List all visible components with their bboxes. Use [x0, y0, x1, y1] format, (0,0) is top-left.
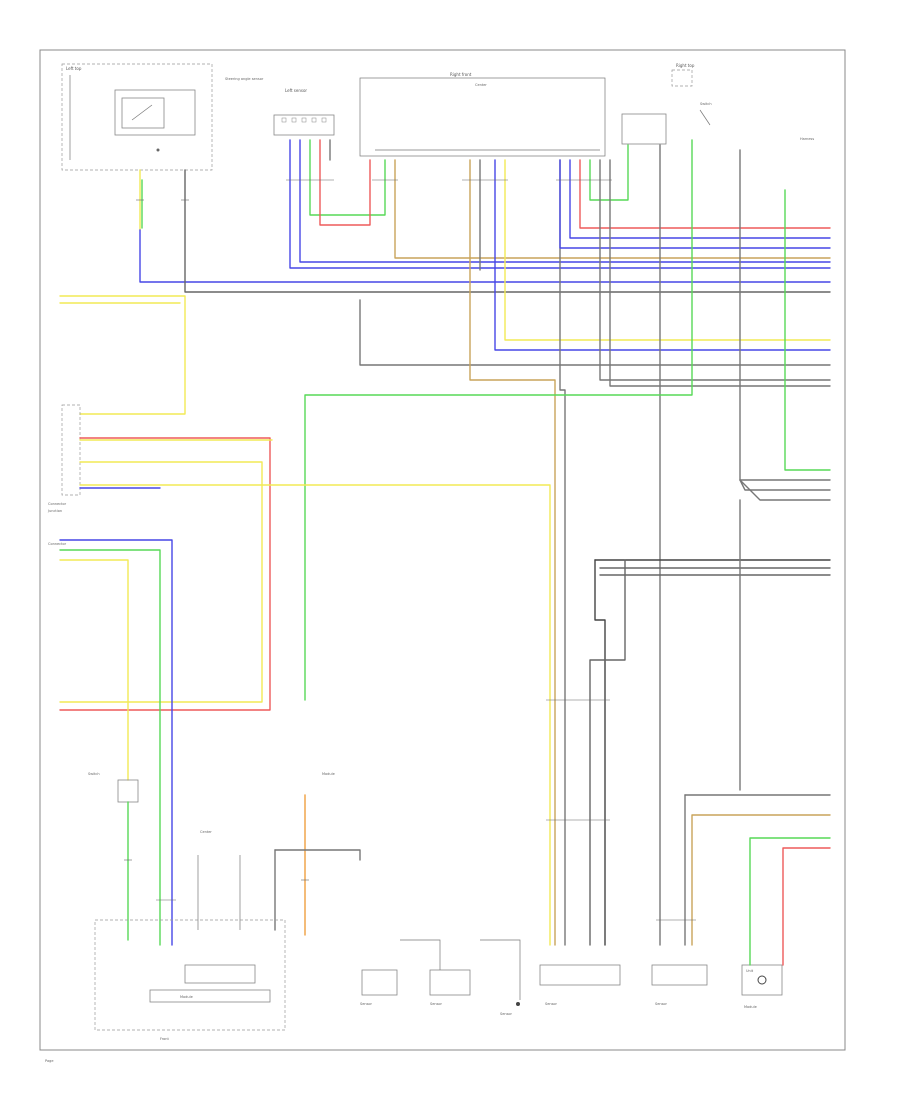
- top-left-module-label: Left top: [66, 66, 82, 71]
- bottom-right-unit-icon: [757, 975, 767, 985]
- left-sensor-label: Left sensor: [285, 88, 307, 93]
- left-mid-label: Connector: [48, 502, 67, 506]
- diagram-frame: [39, 49, 846, 1051]
- left-lower-switch: [117, 779, 139, 803]
- right-front-connector: Right front Center: [359, 72, 606, 157]
- bottom-sensor-2-label: Sensor: [655, 1002, 668, 1006]
- steering-sensor-label: Steering angle sensor: [225, 77, 264, 81]
- center-lower-label: Module: [322, 772, 335, 776]
- bottom-left-label: Front: [160, 1037, 169, 1041]
- bottom-right-inner-label: Unit: [746, 969, 754, 973]
- right-top-label: Right top: [676, 63, 695, 68]
- left-mid-group-label: Junction: [47, 509, 62, 513]
- bottom-sensor-label-1: Sensor: [360, 1002, 373, 1006]
- right-edge-label: Harness: [800, 137, 814, 141]
- right-front-label: Right front: [450, 72, 472, 77]
- bottom-sensor-label-3: Sensor: [500, 1012, 513, 1016]
- center-lower-module: Module: [274, 772, 361, 936]
- bottom-sensor-label-2: Sensor: [430, 1002, 443, 1006]
- page-footer: Page: [45, 1059, 53, 1063]
- bottom-left-module: Module Front: [94, 919, 286, 1041]
- bottom-left-box-label: Module: [180, 995, 193, 999]
- top-left-module: Left top Steering angle sensor: [61, 63, 264, 171]
- bottom-right-sensors: Sensor Sensor Unit Module: [539, 964, 783, 1009]
- ground-point: [516, 1002, 520, 1006]
- right-switch-label: Switch: [700, 102, 712, 106]
- bottom-center-sensors: Sensor Sensor Sensor: [360, 939, 521, 1016]
- bottom-right-module-label: Module: [744, 1005, 757, 1009]
- left-sensor-connector: Left sensor: [273, 88, 335, 136]
- bottom-sensor-1-label: Sensor: [545, 1002, 558, 1006]
- connector-ticks: [124, 179, 696, 921]
- upper-center-label: Center: [475, 83, 487, 87]
- center-right-label: Center: [200, 830, 212, 834]
- left-mid-connector: Connector Junction: [47, 404, 81, 513]
- left-lower-label: Connector: [48, 542, 67, 546]
- switch-left-label: Switch: [88, 772, 100, 776]
- right-top-module: Right top Switch Harness: [621, 63, 814, 145]
